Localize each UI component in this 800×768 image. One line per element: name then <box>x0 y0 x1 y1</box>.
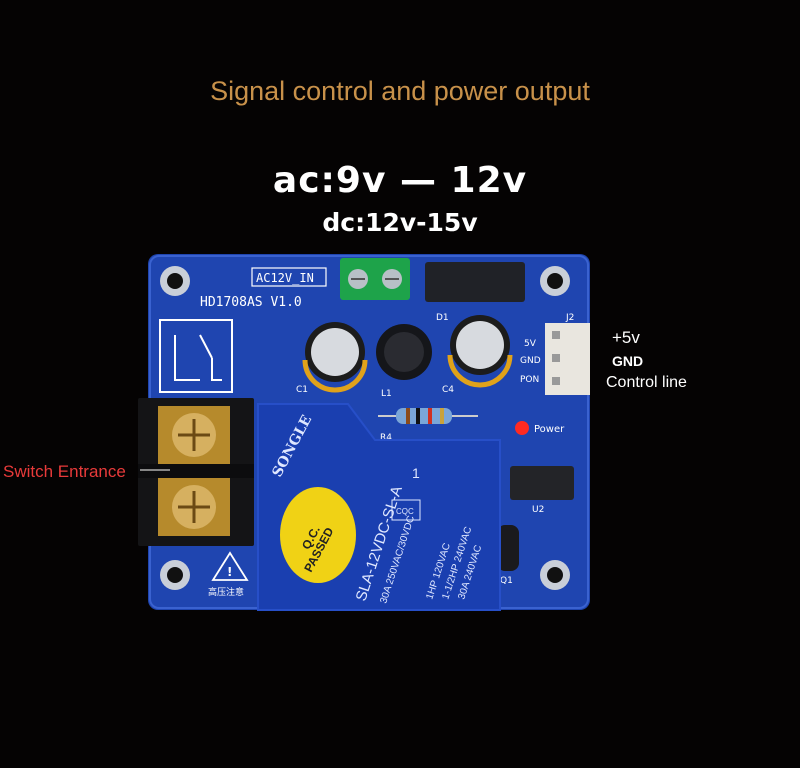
power-led <box>515 421 529 435</box>
c4-label: C4 <box>442 385 454 395</box>
mounting-hole <box>540 266 570 296</box>
dc-voltage-spec: dc:12v-15v <box>322 208 478 237</box>
transistor-q1 <box>497 525 519 571</box>
ac-input-label: AC12V_IN <box>256 271 314 285</box>
d1-label: D1 <box>436 313 449 323</box>
qc-passed-sticker <box>280 487 356 583</box>
u2-label: U2 <box>532 505 544 515</box>
power-led-label: Power <box>534 424 565 435</box>
inductor-l1 <box>376 324 432 380</box>
q1-label: Q1 <box>500 576 513 586</box>
l1-label: L1 <box>381 389 392 399</box>
relay-symbol-icon <box>159 319 233 393</box>
high-voltage-warning-label: 高压注意 <box>208 586 244 598</box>
pin-pon-label: PON <box>520 375 539 385</box>
warning-triangle-icon <box>211 551 249 581</box>
capacitor-c4 <box>447 315 513 388</box>
board-model-label: HD1708AS V1.0 <box>200 295 302 310</box>
r4-label: R4 <box>380 433 392 443</box>
mounting-hole <box>160 266 190 296</box>
mounting-hole <box>160 560 190 590</box>
control-line-label: Control line <box>606 374 687 391</box>
plus5v-label: +5v <box>612 328 640 347</box>
svg-text:!: ! <box>227 565 232 579</box>
capacitor-c1 <box>302 322 368 393</box>
pin-gnd-label: GND <box>520 356 541 366</box>
mounting-hole <box>540 560 570 590</box>
relay-module: SONGLE Q.C. PASSED SLA-12VDC-SL-A 30A 25… <box>257 403 501 611</box>
control-connector-j2 <box>545 323 590 395</box>
ac-input-terminal <box>340 258 410 300</box>
relay-number-label: 1 <box>412 465 420 481</box>
page-title: Signal control and power output <box>210 76 590 106</box>
bridge-rectifier <box>425 262 525 302</box>
optocoupler-u2 <box>510 466 574 500</box>
j2-label: J2 <box>565 313 574 323</box>
pin-5v-label: 5V <box>524 339 537 349</box>
gnd-label: GND <box>612 353 644 369</box>
ac-voltage-spec: ac:9v — 12v <box>272 160 528 201</box>
c1-label: C1 <box>296 385 308 395</box>
cqc-mark: CQC <box>396 507 414 516</box>
switch-entrance-label: Switch Entrance <box>3 462 126 481</box>
